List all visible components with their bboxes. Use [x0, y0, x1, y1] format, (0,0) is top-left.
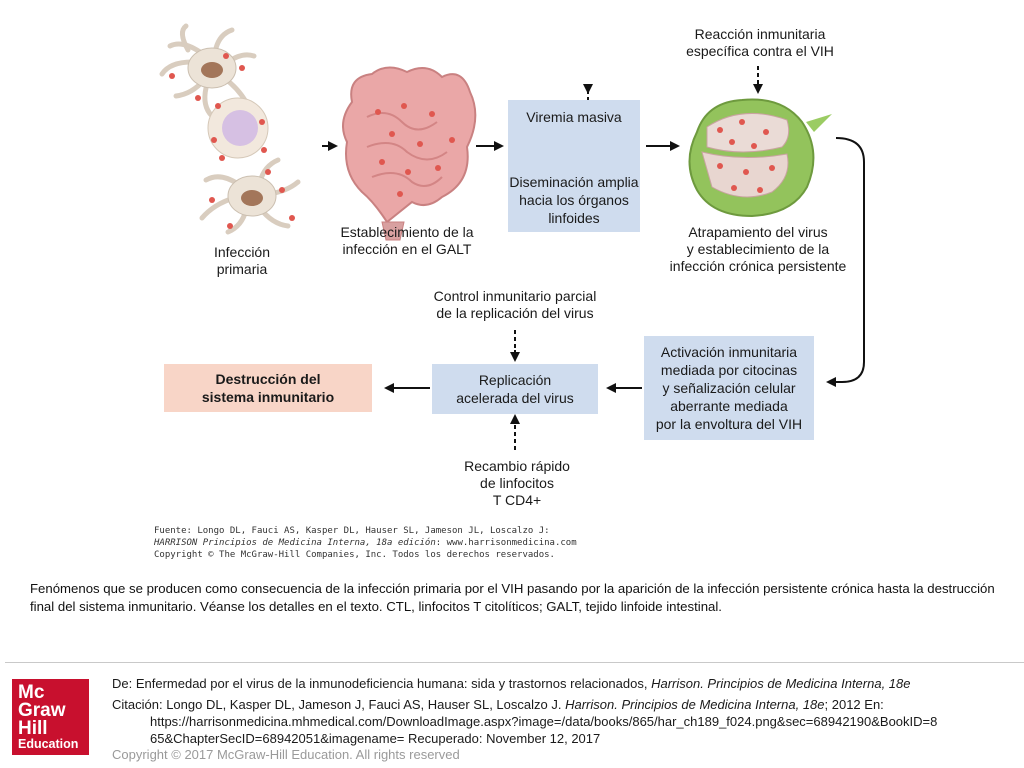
flow-arrows: [322, 137, 865, 393]
footer-url-link[interactable]: https://harrisonmedicina.mhmedical.com/D…: [150, 714, 938, 746]
figure-source: Fuente: Longo DL, Fauci AS, Kasper DL, H…: [154, 526, 577, 560]
mcgraw-hill-logo: Mc Graw Hill Education: [12, 679, 89, 755]
lymph-node-illustration: [688, 98, 832, 218]
footer-citation: Citación: Longo DL, Kasper DL, Jameson J…: [112, 697, 884, 712]
diagram-graphics: [159, 23, 865, 450]
figure-caption: Fenómenos que se producen como consecuen…: [30, 581, 995, 614]
virus-particles: [169, 53, 775, 229]
trapping-label: Atrapamiento del virus y establecimiento…: [669, 224, 847, 274]
arrow-node-to-activation: [826, 137, 865, 387]
viremia-box-bottom: Diseminación amplia hacia los órganos li…: [508, 134, 640, 232]
intestine-illustration: [342, 66, 477, 241]
footer-from: De: Enfermedad por el virus de la inmuno…: [112, 676, 911, 691]
footer-copyright: Copyright © 2017 McGraw-Hill Education. …: [112, 747, 460, 762]
replication-box: Replicación acelerada del virus: [432, 364, 598, 414]
dashed-arrow-heads: [510, 84, 593, 424]
viremia-box-top: Viremia masiva: [508, 100, 640, 134]
activation-box: Activación inmunitaria mediada por citoc…: [644, 336, 814, 440]
footer-divider: [5, 662, 1024, 663]
dendritic-cells-illustration: [159, 23, 301, 235]
turnover-label: Recambio rápido de linfocitos T CD4+: [464, 458, 570, 508]
destruction-box: Destrucción del sistema inmunitario: [164, 364, 372, 412]
